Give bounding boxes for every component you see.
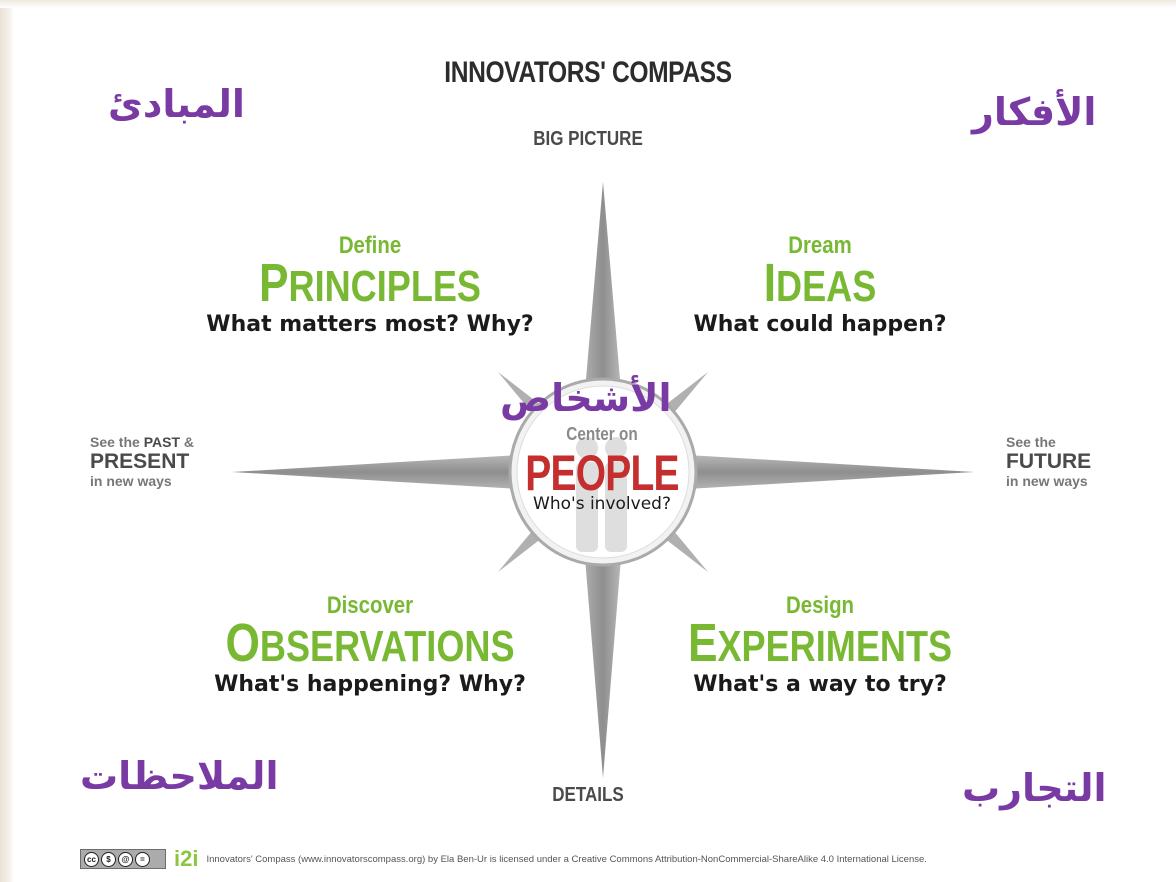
center-on-label: Center on <box>566 424 638 444</box>
quadrant-question: What's happening? Why? <box>214 672 526 697</box>
quadrant-observations: Discover OBSERVATIONS What's happening? … <box>130 592 610 697</box>
quadrant-verb: Dream <box>788 232 852 259</box>
creative-commons-badge-icon: cc$@= <box>80 849 166 869</box>
arabic-experiments-label: التجارب <box>962 766 1107 810</box>
quadrant-question: What matters most? Why? <box>206 312 534 337</box>
arabic-observations-label: الملاحظات <box>80 754 279 798</box>
pole-bottom-label: DETAILS <box>552 784 624 806</box>
quadrant-question: What's a way to try? <box>693 672 947 697</box>
quadrant-verb: Design <box>785 592 854 619</box>
arabic-principles-label: المبادئ <box>108 82 245 126</box>
quadrant-noun: PRINCIPLES <box>258 253 481 313</box>
quadrant-verb: Define <box>338 232 402 259</box>
quadrant-principles: Define PRINCIPLES What matters most? Why… <box>130 232 610 337</box>
diagram-title: INNOVATORS' COMPASS <box>444 56 732 89</box>
people-silhouette-icon <box>576 437 627 552</box>
quadrant-ideas: Dream IDEAS What could happen? <box>580 232 1060 337</box>
east-label: See the FUTURE in new ways <box>1006 434 1092 489</box>
pole-top-label: BIG PICTURE <box>533 128 643 150</box>
arabic-people-label: الأشخاص <box>500 376 672 420</box>
east-label-main: FUTURE <box>1006 450 1092 473</box>
quadrant-noun: EXPERIMENTS <box>687 613 953 673</box>
center-question: Who's involved? <box>533 494 671 514</box>
west-label: See the PAST & PRESENT in new ways <box>90 434 195 489</box>
i2i-logo: i2i <box>174 846 199 871</box>
arabic-ideas-label: الأفكار <box>972 90 1097 134</box>
quadrant-noun: IDEAS <box>763 253 877 313</box>
license-text: Innovators' Compass (www.innovatorscompa… <box>206 853 927 865</box>
center-people-label: PEOPLE <box>525 445 679 501</box>
quadrant-question: What could happen? <box>693 312 947 337</box>
page-edge-top <box>0 0 1176 8</box>
quadrant-noun: OBSERVATIONS <box>225 613 515 673</box>
page-edge-left <box>0 0 14 882</box>
quadrant-experiments: Design EXPERIMENTS What's a way to try? <box>580 592 1060 697</box>
license-footer: cc$@= i2i Innovators' Compass (www.innov… <box>80 846 927 871</box>
west-label-main: PRESENT <box>90 450 190 473</box>
quadrant-verb: Discover <box>326 592 414 619</box>
